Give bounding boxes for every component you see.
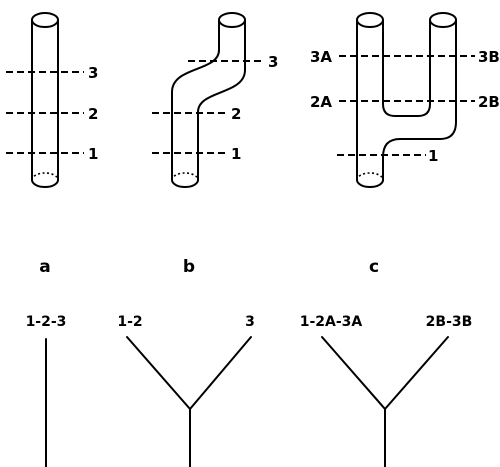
tube-c-cut-3a-label: 3A	[310, 48, 332, 66]
tree-b-right-branch	[189, 336, 252, 410]
tube-c: 3A 3B 2A 2B 1	[310, 12, 500, 188]
tube-c-top-rim-right	[429, 12, 457, 28]
tube-a-bottom-front	[31, 179, 59, 188]
tree-c: 1-2A-3A 2B-3B	[300, 314, 473, 467]
tree-b-left-branch	[126, 336, 191, 410]
tube-a-top-rim	[31, 12, 59, 28]
tube-b-outline-left	[171, 19, 220, 181]
tube-b-outline-right	[197, 19, 246, 181]
tube-b-cut-2-label: 2	[231, 105, 241, 123]
tube-a-cut-2-label: 2	[88, 105, 98, 123]
tube-b-cut-3-label: 3	[268, 53, 278, 71]
tube-c-bottom-front	[356, 179, 384, 188]
tube-b-bottom-back	[171, 172, 199, 181]
tree-c-left-branch	[321, 336, 386, 410]
tree-c-left-leaf-label: 1-2A-3A	[300, 314, 363, 330]
tube-a: 3 2 1	[6, 12, 98, 188]
tree-b-right-leaf-label: 3	[245, 314, 255, 330]
tube-c-top-rim-left	[356, 12, 384, 28]
tree-c-right-leaf-label: 2B-3B	[426, 314, 473, 330]
tube-a-cut-1-label: 1	[88, 145, 98, 163]
tube-a-cut-3-label: 3	[88, 64, 98, 82]
panel-label-c: c	[369, 257, 379, 277]
panel-label-b: b	[183, 257, 195, 277]
tube-c-bottom-back	[356, 172, 384, 181]
tree-c-right-branch	[384, 336, 449, 410]
tube-c-cut-1-label: 1	[428, 147, 438, 165]
tree-a: 1-2-3	[26, 314, 67, 467]
tree-b-left-leaf-label: 1-2	[117, 314, 142, 330]
tube-b-top-rim	[218, 12, 246, 28]
tube-b: 3 2 1	[152, 12, 278, 188]
tube-a-bottom-back	[31, 172, 59, 181]
panel-label-a: a	[39, 257, 50, 277]
tube-b-bottom-front	[171, 179, 199, 188]
tube-c-cut-3b-label: 3B	[478, 48, 500, 66]
tree-b: 1-2 3	[117, 314, 255, 467]
tube-a-outline	[31, 19, 59, 181]
tube-c-cut-2b-label: 2B	[478, 93, 500, 111]
tube-c-cut-2a-label: 2A	[310, 93, 332, 111]
tube-b-cut-1-label: 1	[231, 145, 241, 163]
tree-a-leaf-label: 1-2-3	[26, 314, 67, 330]
